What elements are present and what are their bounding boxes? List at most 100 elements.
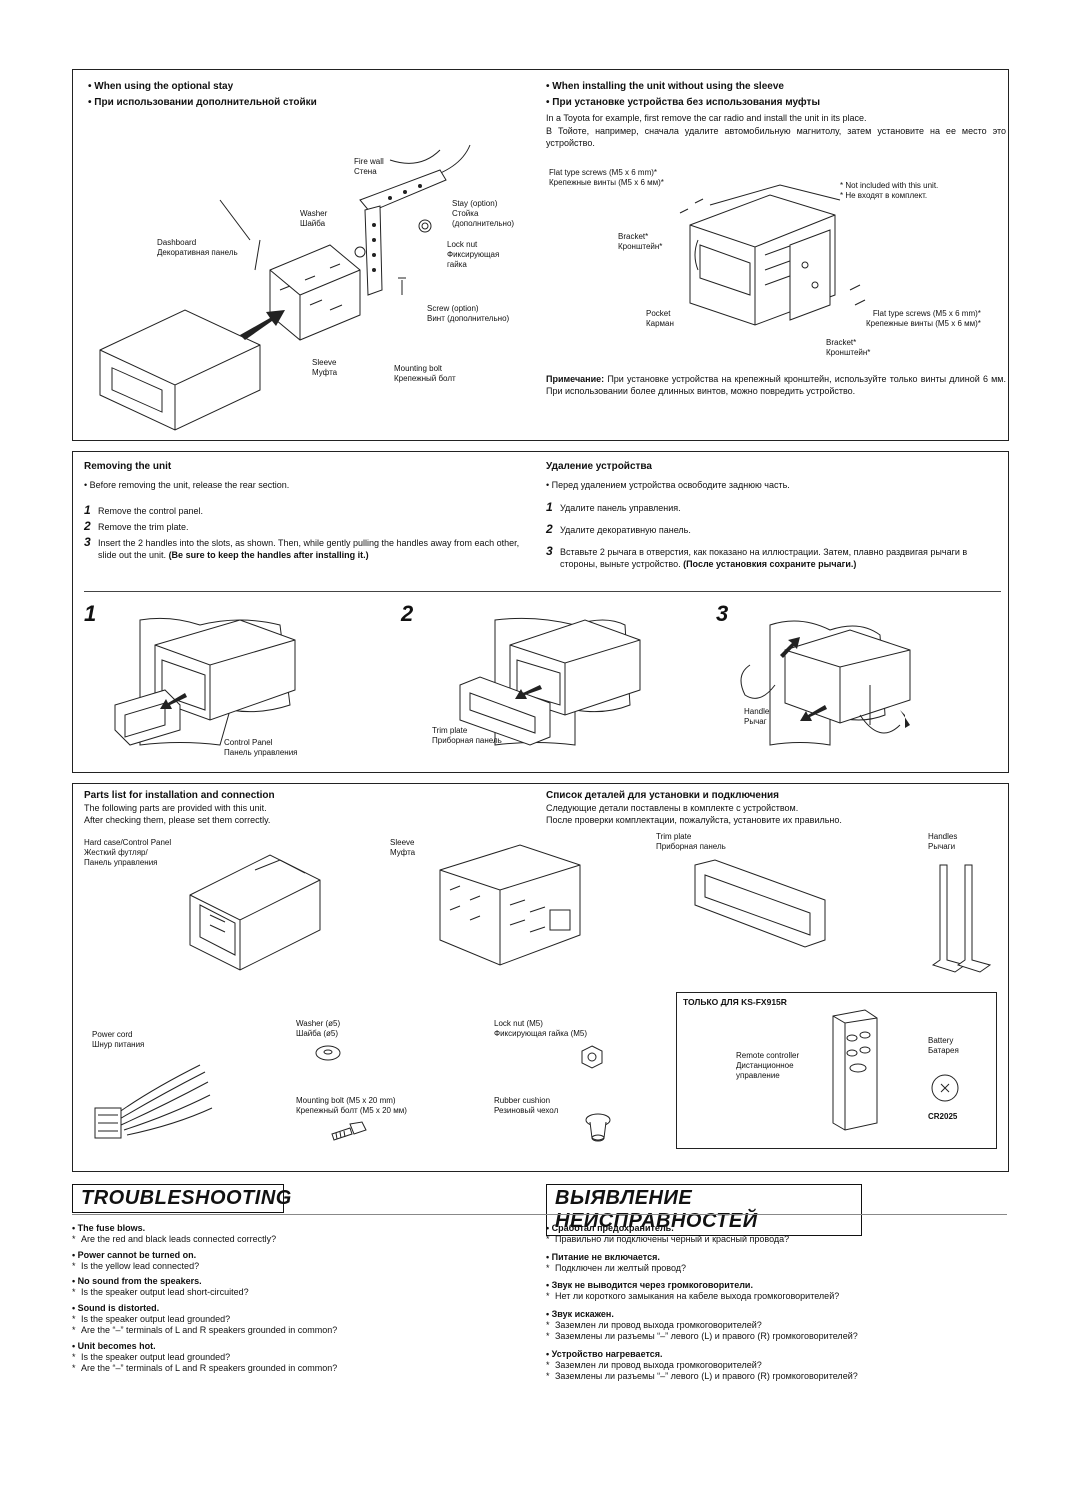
faq-ru-2: Питание не включается. Подключен ли желт… xyxy=(546,1251,1006,1275)
part-trim-en: Trim plate xyxy=(656,832,692,841)
sleeve-illustration xyxy=(439,844,581,966)
removing-pre-en: • Before removing the unit, release the … xyxy=(84,480,290,490)
remote-illustration xyxy=(832,1009,878,1131)
faq-en-3: No sound from the speakers. Is the speak… xyxy=(72,1275,522,1299)
part-sleeve-en: Sleeve xyxy=(390,838,415,847)
faq-en-4: Sound is distorted. Is the speaker outpu… xyxy=(72,1302,522,1337)
sleeve-en: Sleeve xyxy=(312,358,337,367)
fig-num-2: 2 xyxy=(401,601,414,626)
faq-en-5: Unit becomes hot. Is the speaker output … xyxy=(72,1340,522,1375)
nosleeve-note: Примечание: При установке устройства на … xyxy=(546,373,1006,397)
part-cord-en: Power cord xyxy=(92,1030,133,1039)
pocket-ru: Карман xyxy=(646,319,674,328)
fig-num-3: 3 xyxy=(716,601,729,626)
faq-en-list: The fuse blows. Are the red and black le… xyxy=(72,1222,522,1378)
fig-trim-en: Trim plate xyxy=(432,726,468,735)
parts-text-ru2: После проверки комплектации, пожалуйста,… xyxy=(546,815,842,825)
troubleshooting-rule xyxy=(72,1214,1007,1215)
nosleeve-text-en: In a Toyota for example, first remove th… xyxy=(546,113,867,123)
washer-illustration xyxy=(315,1045,341,1061)
part-bolt-en: Mounting bolt (M5 x 20 mm) xyxy=(296,1096,396,1105)
faq-ru-4: Звук искажен. Заземлен ли провод выхода … xyxy=(546,1308,1006,1343)
part-rubber-en: Rubber cushion xyxy=(494,1096,551,1105)
part-trim-ru: Приборная панель xyxy=(656,842,726,851)
nosleeve-text-ru: В Тойоте, например, сначала удалите авто… xyxy=(546,126,1006,148)
fig3-illustration xyxy=(740,620,911,746)
hardcase-illustration xyxy=(189,854,321,971)
remote-label-3: управление xyxy=(736,1071,780,1080)
stay-heading-ru: При использовании дополнительной стойки xyxy=(88,96,317,109)
screw-ru: Винт (дополнительно) xyxy=(427,314,510,323)
part-rubber-ru: Резиновый чехол xyxy=(494,1106,559,1115)
part-handles-ru: Рычаги xyxy=(928,842,956,851)
flat1-ru: Крепежные винты (M5 x 6 мм)* xyxy=(549,178,664,187)
nosleeve-heading-en: When installing the unit without using t… xyxy=(546,80,784,93)
stay-ru2: (дополнительно) xyxy=(452,219,515,228)
battery-illustration xyxy=(931,1074,959,1102)
parts-text-en2: After checking them, please set them cor… xyxy=(84,815,271,825)
parts-section xyxy=(72,783,1009,1172)
washer-ru: Шайба xyxy=(300,219,326,228)
pocket-en: Pocket xyxy=(646,309,671,318)
flat1-en: Flat type screws (M5 x 6 mm)* xyxy=(549,168,658,177)
fig-trim-ru: Приборная панель xyxy=(432,736,502,745)
part-case-ru1: Жесткий футляр/ xyxy=(84,848,148,857)
handles-illustration xyxy=(931,864,992,973)
part-case-en: Hard case/Control Panel xyxy=(84,838,172,847)
firewall-en: Fire wall xyxy=(354,157,384,166)
bracket2-en: Bracket* xyxy=(826,338,857,347)
parts-heading-ru: Список деталей для установки и подключен… xyxy=(546,790,779,801)
firewall-ru: Стена xyxy=(354,167,377,176)
removing-pre-en-text: Before removing the unit, release the re… xyxy=(89,480,290,490)
faq-ru-list: Сработал предохранитель. Правильно ли по… xyxy=(546,1222,1006,1388)
rubber-illustration xyxy=(585,1113,611,1142)
powercord-illustration xyxy=(94,1064,213,1139)
locknut-ru1: Фиксирующая xyxy=(447,250,500,259)
battery-ru: Батарея xyxy=(928,1046,959,1055)
fig-cp-en: Control Panel xyxy=(224,738,273,747)
removing-heading-en: Removing the unit xyxy=(84,461,172,472)
part-locknut-en: Lock nut (M5) xyxy=(494,1019,543,1028)
battery-model: CR2025 xyxy=(928,1112,958,1121)
fig-handle-ru: Рычаг xyxy=(744,717,767,726)
removing-pre-ru: • Перед удалением устройства освободите … xyxy=(546,480,790,490)
washer-en: Washer xyxy=(300,209,328,218)
faq-en-1: The fuse blows. Are the red and black le… xyxy=(72,1222,522,1246)
stay-heading-en: When using the optional stay xyxy=(88,80,233,93)
nosleeve-illustration xyxy=(679,184,866,326)
part-bolt-ru: Крепежный болт (M5 x 20 мм) xyxy=(296,1106,407,1115)
parts-text-en1: The following parts are provided with th… xyxy=(84,803,267,813)
removing-section xyxy=(72,451,1009,773)
parts-text-ru1: Следующие детали поставлены в комплекте … xyxy=(546,803,799,813)
remote-label-1: Remote controller xyxy=(736,1051,800,1060)
note-text: При установке устройства на крепежный кр… xyxy=(546,374,1006,396)
bracket2-ru: Кронштейн* xyxy=(826,348,871,357)
troubleshooting-title-en: TROUBLESHOOTING xyxy=(72,1184,291,1213)
not-included-ru: * Не входят в комплект. xyxy=(840,191,928,200)
part-locknut-ru: Фиксирующая гайка (M5) xyxy=(494,1029,588,1038)
stay-illustration xyxy=(99,144,471,431)
dashboard-ru: Декоративная панель xyxy=(157,248,238,257)
faq-ru-3: Звук не выводится через громкоговорители… xyxy=(546,1279,1006,1303)
part-handles-en: Handles xyxy=(928,832,958,841)
stay-ru1: Стойка xyxy=(452,209,479,218)
part-washer-en: Washer (ø5) xyxy=(296,1019,341,1028)
sleeve-ru: Муфта xyxy=(312,368,338,377)
locknut-illustration xyxy=(581,1045,603,1069)
bolt-ru: Крепежный болт xyxy=(394,374,456,383)
fig1-illustration xyxy=(114,617,296,746)
battery-en: Battery xyxy=(928,1036,954,1045)
flat2-ru: Крепежные винты (M5 x 6 мм)* xyxy=(866,319,981,328)
trimplate-illustration xyxy=(694,859,826,948)
faq-ru-5: Устройство нагревается. Заземлен ли пров… xyxy=(546,1348,1006,1383)
part-sleeve-ru: Муфта xyxy=(390,848,416,857)
install-section xyxy=(72,69,1009,441)
not-included-en: * Not included with this unit. xyxy=(840,181,939,190)
locknut-ru2: гайка xyxy=(447,260,467,269)
removing-pre-ru-text: Перед удалением устройства освободите за… xyxy=(551,480,790,490)
part-cord-ru: Шнур питания xyxy=(92,1040,145,1049)
